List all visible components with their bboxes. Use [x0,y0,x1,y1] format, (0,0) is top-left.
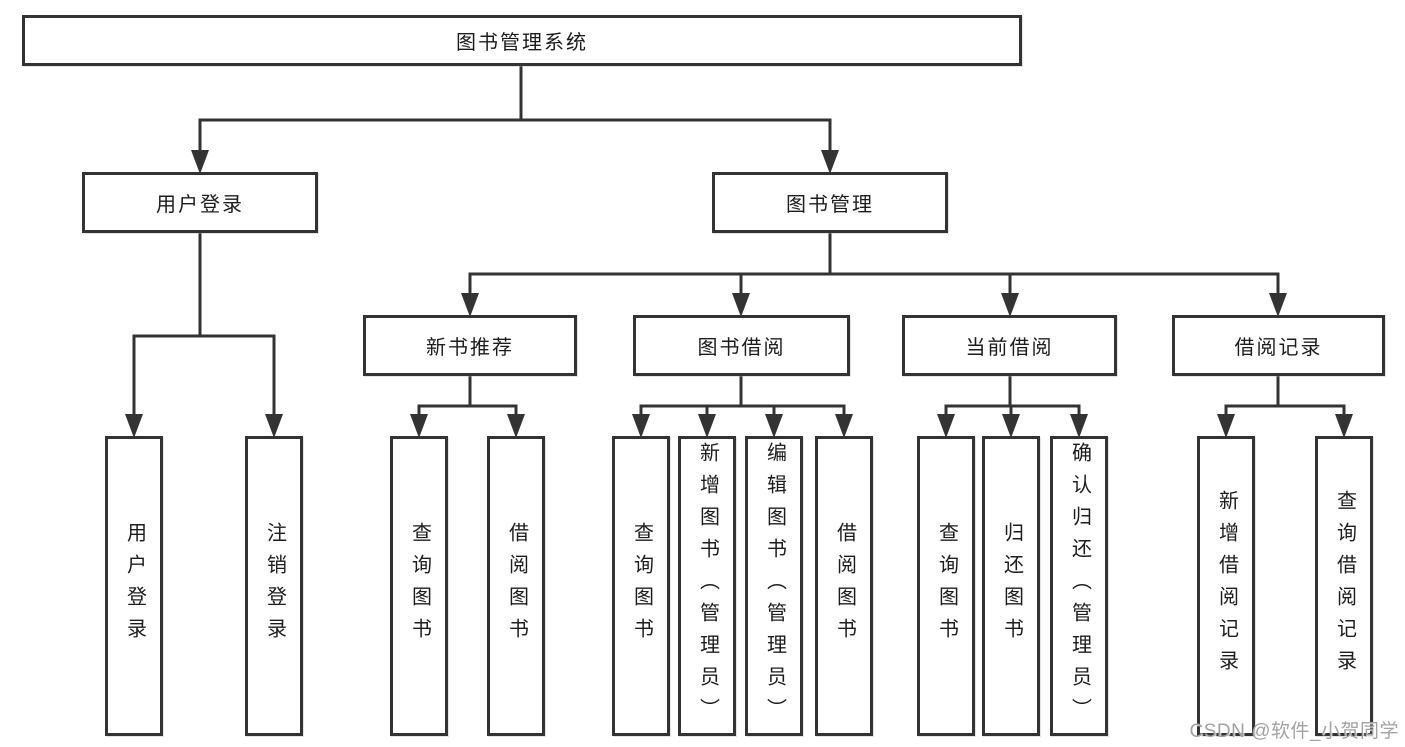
node-label: 借阅图书 [505,522,528,650]
node-user-login-group: 用户登录 [82,172,318,233]
node-logout-login: 注销登录 [245,436,303,736]
node-query-borrow-record: 查询借阅记录 [1315,436,1373,736]
node-borrow-books-recommend: 借阅图书 [487,436,545,736]
node-query-books-borrowing: 查询图书 [612,436,670,736]
node-query-books-recommend: 查询图书 [390,436,448,736]
node-user-login: 用户登录 [105,436,163,736]
node-edit-books-admin: 编辑图书（管理员） [745,436,803,736]
node-label: 查询图书 [630,522,653,650]
node-current-borrowing: 当前借阅 [902,315,1117,376]
node-label: 查询借阅记录 [1333,490,1356,682]
node-label: 归还图书 [1000,522,1023,650]
node-label: 借阅记录 [1234,337,1323,359]
node-label: 借阅图书 [833,522,856,650]
node-label: 图书管理系统 [456,32,588,54]
node-add-books-admin: 新增图书（管理员） [678,436,736,736]
node-add-borrow-record: 新增借阅记录 [1197,436,1255,736]
node-book-borrowing: 图书借阅 [633,315,850,376]
node-label: 图书管理 [786,194,874,216]
node-borrow-books-borrowing: 借阅图书 [815,436,873,736]
node-label: 当前借阅 [965,337,1054,359]
node-label: 编辑图书（管理员） [763,442,786,730]
node-label: 新书推荐 [426,337,514,359]
node-library-management-system: 图书管理系统 [22,15,1022,66]
node-label: 图书借阅 [697,337,786,359]
node-label: 新增图书（管理员） [696,442,719,730]
node-label: 注销登录 [263,522,286,650]
node-label: 新增借阅记录 [1215,490,1238,682]
csdn-watermark: CSDN @软件_小贺同学 [1189,721,1399,742]
node-new-book-recommendation: 新书推荐 [363,315,577,376]
node-label: 查询图书 [935,522,958,650]
node-label: 用户登录 [156,194,244,216]
node-query-books-current: 查询图书 [917,436,975,736]
node-label: 确认归还（管理员） [1068,442,1091,730]
node-confirm-return-admin: 确认归还（管理员） [1050,436,1108,736]
node-label: 查询图书 [408,522,431,650]
node-borrowing-records: 借阅记录 [1172,315,1385,376]
node-label: 用户登录 [123,522,146,650]
node-book-management: 图书管理 [712,172,948,233]
node-return-books: 归还图书 [982,436,1040,736]
